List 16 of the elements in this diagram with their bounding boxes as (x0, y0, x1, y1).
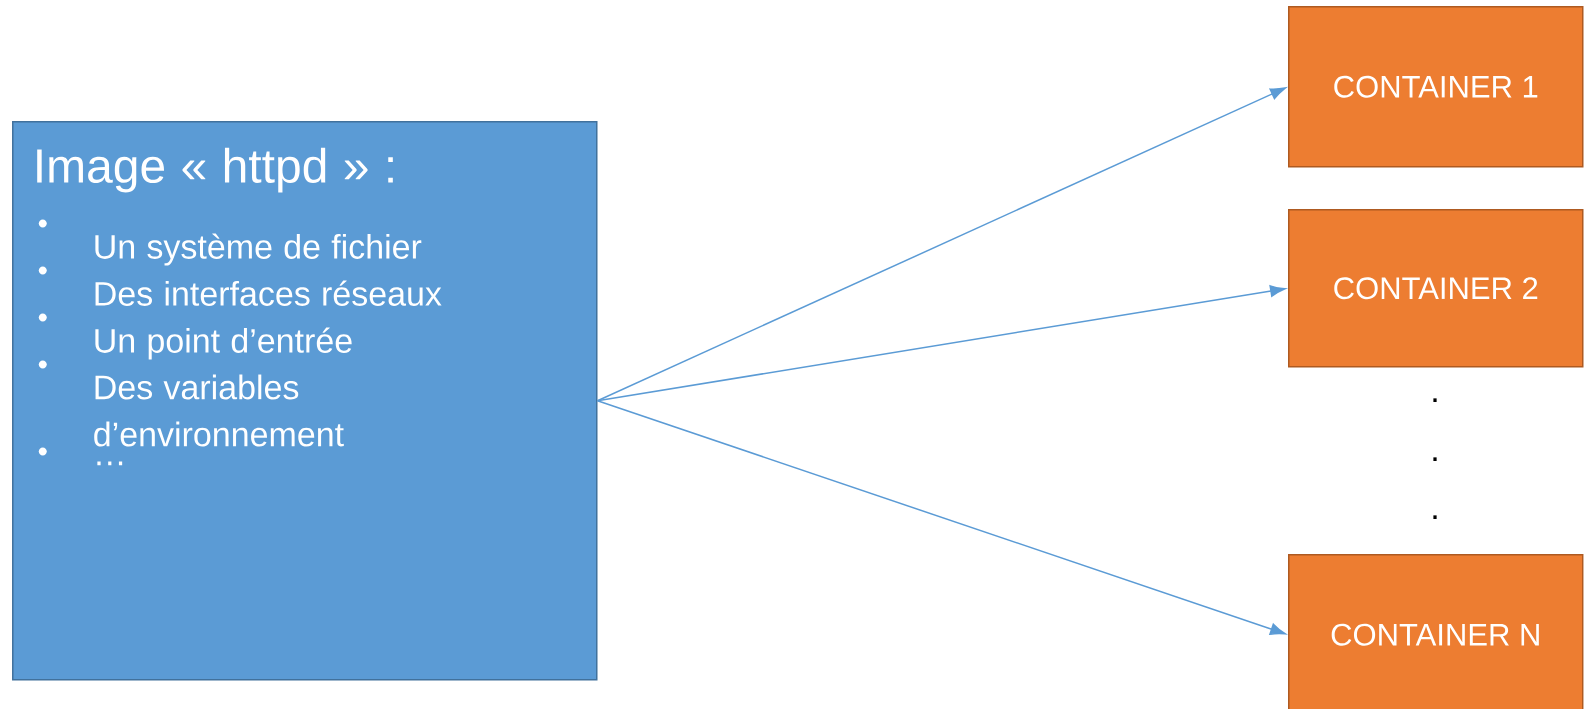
list-item: Un point d’entrée (95, 327, 352, 360)
list-item: Un système de fichier (95, 233, 422, 266)
image-box (12, 121, 598, 681)
ellipsis-dot: . (1433, 457, 1437, 461)
arrow (596, 87, 1286, 402)
container-box: CONTAINER 1 (1288, 6, 1584, 168)
list-item: … (97, 461, 123, 466)
list-item: Des interfaces réseaux (95, 280, 442, 306)
list-item: Des variables d’environnement (94, 374, 344, 447)
container-box: CONTAINER N (1288, 554, 1584, 709)
container-box: CONTAINER 2 (1288, 209, 1584, 368)
ellipsis-dot: . (1433, 515, 1437, 519)
arrow (596, 285, 1286, 402)
ellipsis-dot: . (1433, 398, 1437, 402)
heading: Image « httpd » : (37, 147, 393, 193)
arrow (596, 400, 1286, 635)
